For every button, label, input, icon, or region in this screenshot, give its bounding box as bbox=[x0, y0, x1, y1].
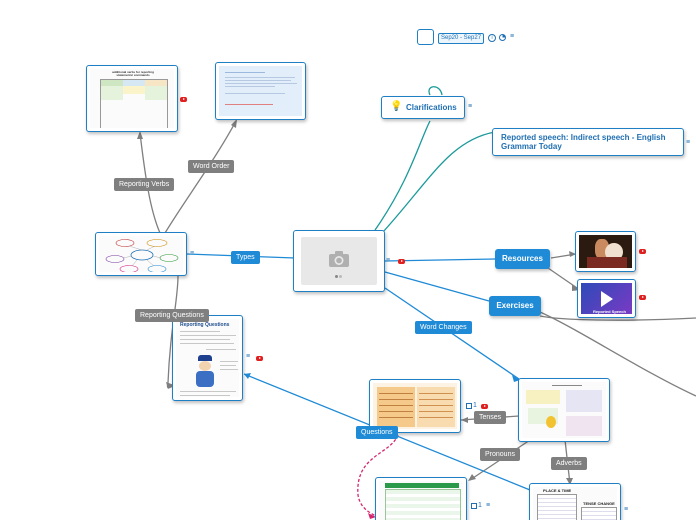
resource-video-node[interactable]: Reported Speech bbox=[577, 279, 636, 318]
notes-icon[interactable]: ≡ bbox=[686, 139, 691, 146]
dashed-relationship bbox=[357, 434, 399, 517]
pronouns-link-label[interactable]: Pronouns bbox=[480, 448, 520, 461]
notes-icon[interactable]: ≡ bbox=[190, 250, 195, 257]
bottom-count: 1 bbox=[478, 502, 482, 509]
image-placeholder bbox=[301, 237, 377, 285]
table-grid bbox=[100, 79, 168, 128]
resource-image-node[interactable] bbox=[575, 231, 636, 272]
link-clarifications bbox=[374, 120, 431, 231]
carousel-dots bbox=[334, 275, 344, 278]
tenses-image bbox=[373, 383, 457, 429]
video-title: Reported Speech bbox=[593, 309, 626, 314]
notes-icon[interactable]: ≡ bbox=[510, 33, 515, 40]
video-badge-icon[interactable] bbox=[180, 97, 187, 102]
resources-label: Resources bbox=[502, 254, 543, 263]
exercises-topic[interactable]: Exercises bbox=[489, 296, 541, 316]
questions-table-node[interactable] bbox=[375, 477, 467, 520]
questions-link-label[interactable]: Questions bbox=[356, 426, 398, 439]
notes-icon[interactable]: ≡ bbox=[246, 353, 251, 360]
checkbox-icon[interactable] bbox=[471, 503, 477, 509]
adverbs-image: PLACE & TIME TENSE CHANGE bbox=[533, 487, 617, 520]
tenses-link-label[interactable]: Tenses bbox=[474, 411, 507, 424]
reporting-verbs-table-node[interactable]: additional verbs for reporting statement… bbox=[86, 65, 178, 132]
link-reported-speech bbox=[382, 131, 496, 233]
resource-image bbox=[579, 235, 632, 268]
word-changes-image bbox=[522, 382, 606, 438]
word-changes-node[interactable] bbox=[518, 378, 610, 442]
word-changes-link-label[interactable]: Word Changes bbox=[415, 321, 472, 334]
checkbox-icon[interactable] bbox=[466, 403, 472, 409]
tense-change-title: TENSE CHANGE bbox=[583, 501, 615, 506]
reporting-questions-node[interactable]: Reporting Questions bbox=[172, 315, 243, 401]
arrow-head bbox=[231, 119, 237, 128]
types-link-label[interactable]: Types bbox=[231, 251, 260, 264]
types-diagram-image bbox=[99, 236, 183, 272]
resources-topic[interactable]: Resources bbox=[495, 249, 550, 269]
word-order-link-label[interactable]: Word Order bbox=[188, 160, 235, 173]
adverbs-node[interactable]: PLACE & TIME TENSE CHANGE bbox=[529, 483, 621, 520]
video-badge-icon[interactable] bbox=[639, 295, 646, 300]
lightbulb-icon: 💡 bbox=[390, 101, 403, 112]
arrow-head bbox=[566, 478, 573, 485]
arrow-head bbox=[569, 251, 576, 257]
arrow-head bbox=[368, 513, 376, 519]
notes-icon[interactable]: ≡ bbox=[624, 506, 629, 513]
tenses-count: 1 bbox=[473, 402, 477, 409]
reported-speech-topic[interactable]: Reported speech: Indirect speech - Engli… bbox=[492, 128, 684, 156]
date-range-badge[interactable]: Sep20 - Sep27 bbox=[438, 33, 485, 44]
arrow-head bbox=[461, 417, 468, 423]
reporting-questions-link-label[interactable]: Reporting Questions bbox=[135, 309, 209, 322]
adverbs-link-label[interactable]: Adverbs bbox=[551, 457, 587, 470]
link-clarifications-loop bbox=[428, 86, 443, 96]
exercises-label: Exercises bbox=[496, 301, 534, 310]
tenses-node[interactable] bbox=[369, 379, 461, 433]
place-time-title: PLACE & TIME bbox=[543, 488, 572, 493]
notes-icon[interactable]: ≡ bbox=[486, 502, 491, 509]
toolbar-box-button[interactable] bbox=[417, 29, 434, 45]
clarifications-label: Clarifications bbox=[406, 103, 457, 112]
clarifications-topic[interactable]: 💡 Clarifications bbox=[381, 96, 465, 119]
video-badge-icon[interactable] bbox=[256, 356, 263, 361]
reported-speech-link[interactable]: Reported speech: Indirect speech - Engli… bbox=[501, 133, 666, 151]
link-resource-video bbox=[547, 267, 581, 291]
questions-table-image bbox=[379, 481, 463, 520]
reporting-questions-image: Reporting Questions bbox=[176, 319, 239, 397]
cartoon-figure-icon bbox=[546, 416, 556, 428]
resource-video-image: Reported Speech bbox=[581, 283, 632, 314]
notes-icon[interactable]: ≡ bbox=[386, 257, 391, 264]
types-diagram-icon bbox=[105, 239, 179, 272]
arrow-head bbox=[468, 474, 476, 481]
link-word-order bbox=[164, 120, 237, 234]
video-badge-icon[interactable] bbox=[398, 259, 405, 264]
reporting-questions-title: Reporting Questions bbox=[180, 322, 230, 328]
arrow-head bbox=[244, 373, 251, 379]
police-cartoon-icon bbox=[194, 355, 216, 387]
types-diagram-node[interactable] bbox=[95, 232, 187, 276]
pie-chart-icon[interactable] bbox=[499, 34, 506, 41]
link-exercises-right bbox=[539, 315, 696, 321]
link-exercises-down bbox=[539, 311, 696, 397]
arrow-head bbox=[137, 131, 143, 139]
reporting-verbs-table-title: additional verbs for reporting statement… bbox=[112, 70, 154, 77]
camera-icon bbox=[329, 251, 349, 267]
info-icon[interactable]: i bbox=[488, 34, 496, 42]
notes-icon[interactable]: ≡ bbox=[468, 103, 473, 110]
arrow-head bbox=[166, 382, 174, 389]
video-badge-icon[interactable] bbox=[639, 249, 646, 254]
play-icon[interactable] bbox=[601, 291, 613, 307]
central-topic[interactable] bbox=[293, 230, 385, 292]
word-order-node[interactable] bbox=[215, 62, 306, 120]
link-exercises bbox=[384, 271, 490, 302]
reporting-verbs-table-image: additional verbs for reporting statement… bbox=[90, 69, 174, 128]
video-badge-icon[interactable] bbox=[481, 404, 488, 409]
word-order-image bbox=[219, 66, 302, 116]
reporting-verbs-link-label[interactable]: Reporting Verbs bbox=[114, 178, 175, 191]
